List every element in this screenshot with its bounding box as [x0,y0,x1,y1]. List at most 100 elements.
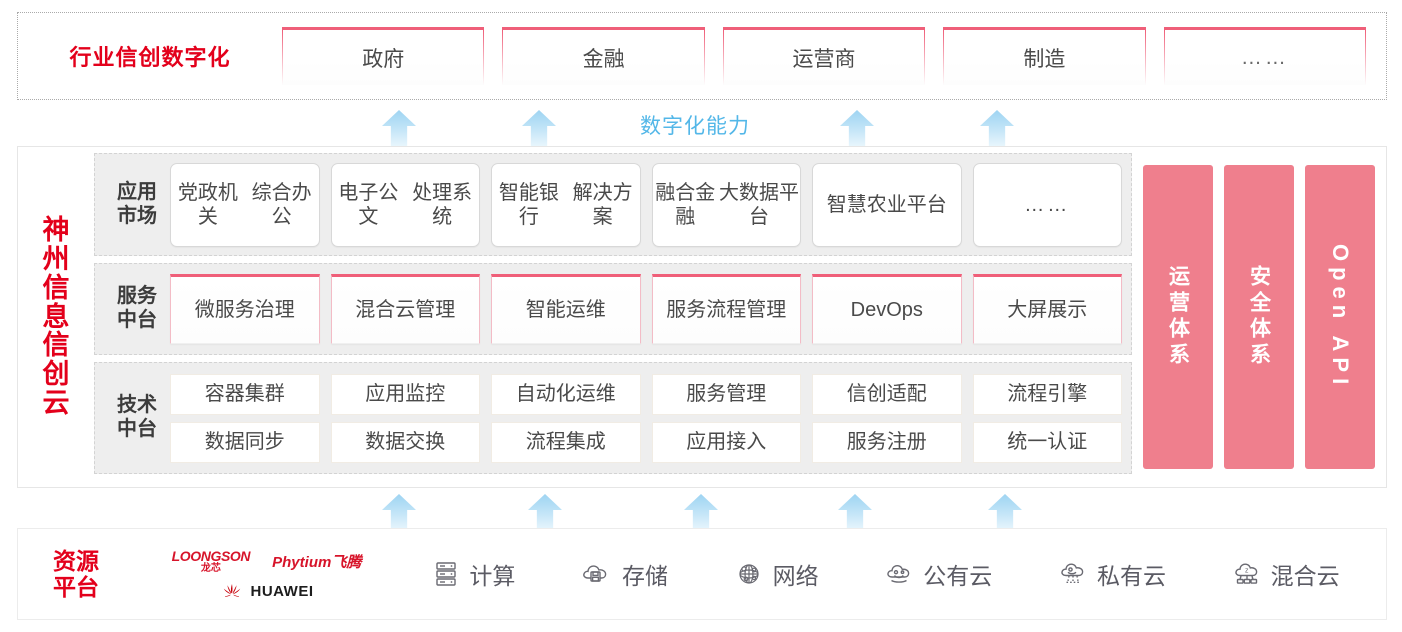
row-label-application-market: 应用 市场 [117,180,157,227]
public-cloud-icon [883,559,915,589]
up-arrow-icon [988,494,1022,532]
cell-unified-authentication[interactable]: 统一认证 [972,421,1122,463]
hybrid-cloud-icon: z [1231,559,1263,589]
loongson-logo-cn: 龙芯 [200,562,221,574]
cell-more[interactable]: …… [972,162,1122,247]
cloud-body: 应用 市场 党政机关综合办公 电子公文处理系统 智能银行解决方案 融合金融大数据… [94,147,1386,487]
technology-platform-row-bottom: 数据同步 数据交换 流程集成 应用接入 服务注册 统一认证 [170,421,1122,463]
cell-automated-operations[interactable]: 自动化运维 [491,373,641,415]
network-icon [733,559,765,589]
pillar-security-system[interactable]: 安全体系 [1224,165,1294,469]
huawei-flower-icon [220,583,244,599]
resource-item-label: 网络 [772,563,819,589]
vendor-logo-row: LOONGSON 龙芯 Phytium飞腾 [172,549,362,574]
row-application-market: 应用 市场 党政机关综合办公 电子公文处理系统 智能银行解决方案 融合金融大数据… [94,153,1132,256]
cell-intelligent-operations[interactable]: 智能运维 [491,274,641,344]
industry-box-label: 金融 [582,47,625,71]
row-service-platform: 服务 中台 微服务治理 混合云管理 智能运维 服务流程管理 DevOps 大屏展… [94,263,1132,355]
up-arrow-icon [980,110,1014,148]
cell-large-screen-display[interactable]: 大屏展示 [972,274,1122,344]
loongson-logo-en: LOONGSON [171,547,251,564]
up-arrow-icon [684,494,718,532]
cell-data-exchange[interactable]: 数据交换 [330,421,480,463]
cloud-title-char: 信 [42,330,70,361]
row-technology-platform: 技术 中台 容器集群 应用监控 自动化运维 服务管理 信创适配 流程引擎 [94,362,1132,474]
resource-item-label: 存储 [621,563,668,589]
resource-item-storage[interactable]: 存储 [580,557,668,591]
pillar-open-api[interactable]: Open API [1305,165,1375,469]
resource-item-public-cloud[interactable]: 公有云 [883,557,992,591]
industry-box-label: …… [1240,45,1289,69]
pillar-label: 运营体系 [1166,265,1190,369]
industry-box-more[interactable]: …… [1163,27,1367,85]
cell-service-registration[interactable]: 服务注册 [812,421,962,463]
service-platform-cells: 微服务治理 混合云管理 智能运维 服务流程管理 DevOps 大屏展示 [170,274,1122,344]
technology-platform-cells: 容器集群 应用监控 自动化运维 服务管理 信创适配 流程引擎 数据同步 数据交换… [170,373,1122,463]
up-arrow-icon [838,494,872,532]
cloud-platform-container: 神 州 信 息 信 创 云 应用 市场 党政机关综合办公 电子公文处理系统 [17,146,1387,488]
server-icon [431,559,461,589]
up-arrow-icon [382,494,416,532]
pillar-label: 安全体系 [1247,265,1271,369]
resource-item-private-cloud[interactable]: 私有云 [1057,557,1166,591]
capability-arrow-band: 数字化能力 [0,104,1402,148]
cloud-platform-title: 神 州 信 息 信 创 云 [18,147,94,487]
industry-band: 行业信创数字化 政府 金融 运营商 制造 …… [17,12,1387,100]
cell-container-cluster[interactable]: 容器集群 [170,373,320,415]
resource-item-label: 计算 [469,563,516,589]
resource-item-label: 私有云 [1096,563,1166,589]
up-arrow-icon [382,110,416,148]
resource-item-network[interactable]: 网络 [733,557,819,591]
resource-arrow-band [0,488,1402,532]
cloud-row-list: 应用 市场 党政机关综合办公 电子公文处理系统 智能银行解决方案 融合金融大数据… [94,153,1132,481]
row-label-technology-platform: 技术 中台 [117,394,157,440]
cell-service-management[interactable]: 服务管理 [651,373,801,415]
industry-box-government[interactable]: 政府 [282,27,485,85]
cell-data-synchronization[interactable]: 数据同步 [170,421,320,463]
resource-item-hybrid-cloud[interactable]: z 混合云 [1231,557,1340,591]
resource-platform-title: 资源 平台 [53,547,99,600]
svg-text:z: z [1245,568,1249,575]
cell-government-office[interactable]: 党政机关综合办公 [170,162,320,247]
row-label-service-platform: 服务 中台 [117,285,157,331]
cloud-title-char: 神 [42,214,70,245]
up-arrow-icon [522,110,556,148]
industry-box-finance[interactable]: 金融 [502,27,706,85]
cell-devops[interactable]: DevOps [812,274,962,344]
cell-process-engine[interactable]: 流程引擎 [972,373,1122,415]
industry-box-label: 政府 [362,47,405,71]
cloud-title-char: 创 [42,359,70,390]
application-market-cells: 党政机关综合办公 电子公文处理系统 智能银行解决方案 融合金融大数据平台 智慧农… [170,162,1122,247]
industry-box-operator[interactable]: 运营商 [722,27,926,85]
cell-process-integration[interactable]: 流程集成 [491,421,641,463]
up-arrow-icon [528,494,562,532]
cell-smart-agriculture-platform[interactable]: 智慧农业平台 [812,162,962,247]
cell-microservice-governance[interactable]: 微服务治理 [170,274,320,344]
cell-xinchuang-adaptation[interactable]: 信创适配 [812,373,962,415]
pillar-label: Open API [1328,243,1353,391]
industry-box-label: 运营商 [792,47,856,71]
pillar-operations-system[interactable]: 运营体系 [1143,165,1213,469]
cloud-title-char: 信 [42,272,70,303]
huawei-logo: HUAWEI [220,583,314,600]
phytium-logo: Phytium飞腾 [272,553,362,571]
private-cloud-icon [1057,559,1089,589]
cell-smart-bank-solution[interactable]: 智能银行解决方案 [491,162,641,247]
loongson-logo: LOONGSON 龙芯 [171,547,251,574]
cell-application-access[interactable]: 应用接入 [651,421,801,463]
capability-label: 数字化能力 [640,115,750,138]
cell-application-monitoring[interactable]: 应用监控 [330,373,480,415]
cell-hybrid-cloud-management[interactable]: 混合云管理 [330,274,480,344]
industry-box-manufacturing[interactable]: 制造 [943,27,1147,85]
resource-item-compute[interactable]: 计算 [431,557,515,591]
up-arrow-icon [840,110,874,148]
storage-cloud-icon [580,559,614,589]
resource-item-label: 混合云 [1270,563,1340,589]
resource-item-list: 计算 存储 [399,557,1386,591]
cell-service-process-management[interactable]: 服务流程管理 [651,274,801,344]
pillar-list: 运营体系 安全体系 Open API [1132,153,1378,481]
vendor-logo-list: LOONGSON 龙芯 Phytium飞腾 [134,549,399,600]
cell-edoc-system[interactable]: 电子公文处理系统 [330,162,480,247]
cell-finance-bigdata-platform[interactable]: 融合金融大数据平台 [651,162,801,247]
